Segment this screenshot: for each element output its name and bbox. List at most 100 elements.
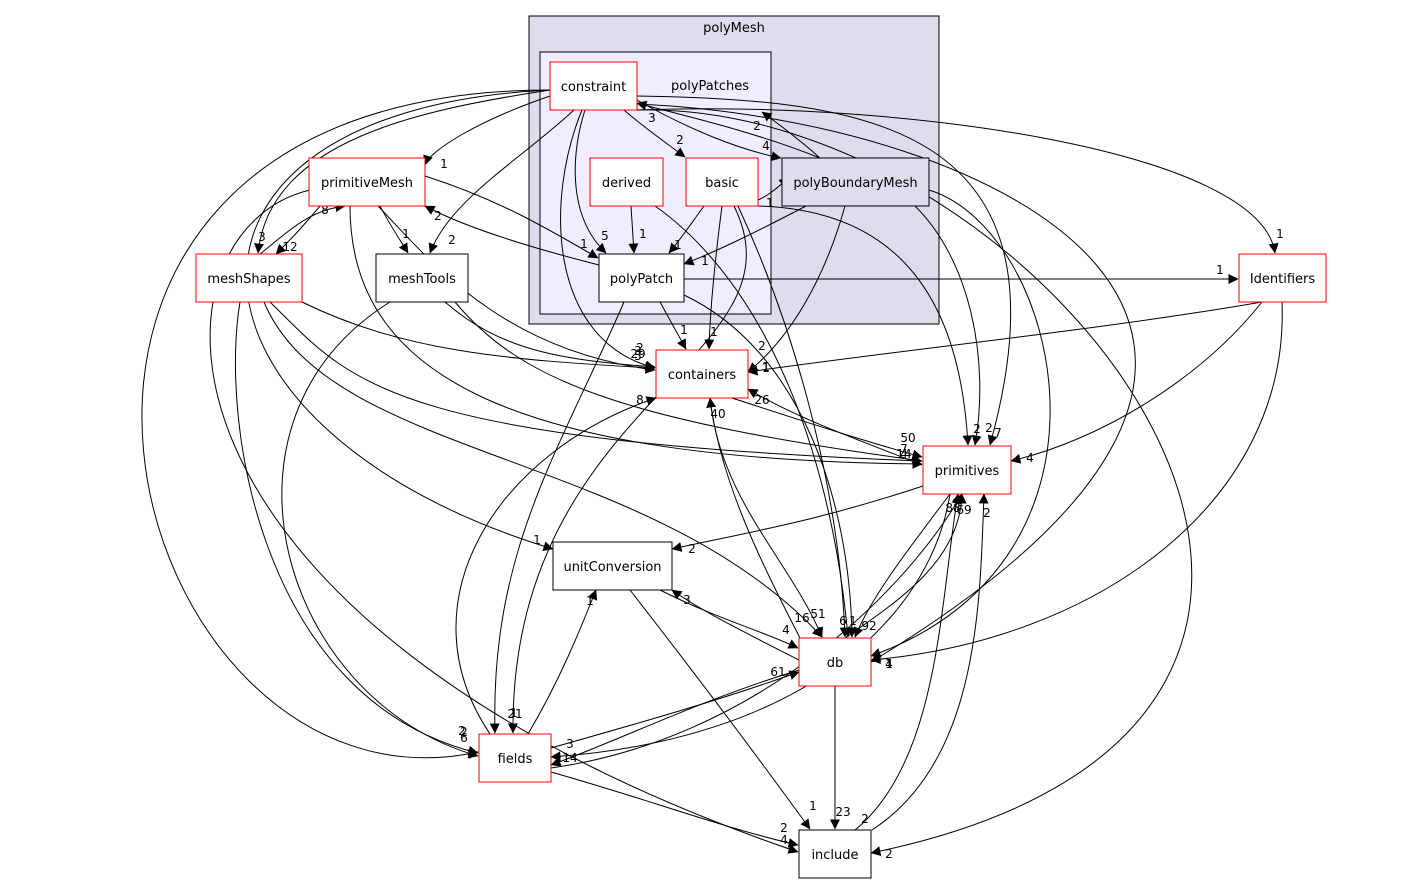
edge-label: 2 xyxy=(460,725,468,739)
edge-line xyxy=(709,397,823,638)
node-meshTools[interactable]: meshTools xyxy=(375,253,469,303)
edge-label: 16 xyxy=(794,611,809,625)
edge-polyBoundaryMesh-to-db[interactable] xyxy=(870,189,1051,658)
edge-line xyxy=(683,294,857,638)
edge-label: 40 xyxy=(710,407,725,421)
edge-meshTools-to-primitives[interactable] xyxy=(454,301,923,465)
node-primitives[interactable]: primitives xyxy=(922,445,1012,495)
edge-constraint-to-meshTools[interactable] xyxy=(428,109,575,254)
node-containers[interactable]: containers xyxy=(655,349,749,399)
edge-meshTools-to-containers[interactable] xyxy=(444,301,656,372)
edge-primitiveMesh-to-containers[interactable] xyxy=(377,205,656,374)
node-fields[interactable]: fields xyxy=(478,733,552,783)
edge-line xyxy=(1010,301,1263,464)
edge-polyPatch-to-primitiveMesh[interactable] xyxy=(424,205,600,266)
edge-meshShapes-to-containers[interactable] xyxy=(301,301,656,373)
edge-meshShapes-to-primitiveMesh[interactable] xyxy=(259,202,346,255)
edge-meshTools-to-fields[interactable] xyxy=(281,301,479,759)
edge-meshShapes-to-db[interactable] xyxy=(263,301,823,638)
edge-label: 2 xyxy=(885,847,893,861)
edge-basic-to-containers[interactable] xyxy=(704,205,723,350)
node-Identifiers[interactable]: Identifiers xyxy=(1238,253,1327,303)
edge-constraint-to-include[interactable] xyxy=(636,109,1193,856)
edge-polyBoundaryMesh-to-containers[interactable] xyxy=(747,205,846,373)
edge-primitives-to-db[interactable] xyxy=(853,493,951,638)
edge-line xyxy=(259,202,346,255)
edge-polyBoundaryMesh-to-polyPatches[interactable] xyxy=(761,111,821,159)
edge-label: 4 xyxy=(885,657,893,671)
edge-constraint-to-fields[interactable] xyxy=(141,89,551,759)
edge-constraint-to-Identifiers[interactable] xyxy=(636,108,1279,254)
edge-primitiveMesh-to-polyPatch[interactable] xyxy=(424,175,599,259)
node-polyBoundaryMesh[interactable]: polyBoundaryMesh xyxy=(781,157,930,207)
edge-polyPatch-to-fields[interactable] xyxy=(489,301,625,734)
edge-line xyxy=(636,100,821,159)
edge-fields-to-unitConversion[interactable] xyxy=(527,589,598,735)
edge-line xyxy=(914,205,982,446)
edge-containers-to-db[interactable] xyxy=(709,397,823,638)
edge-label: 1 xyxy=(762,360,770,374)
edge-primitives-to-fields[interactable] xyxy=(550,493,951,762)
edge-unitConversion-to-db[interactable] xyxy=(659,589,799,649)
edge-unitConversion-to-include[interactable] xyxy=(629,589,811,830)
edge-meshShapes-to-primitives[interactable] xyxy=(269,301,923,466)
node-polyPatch[interactable]: polyPatch xyxy=(598,253,685,303)
edge-polyPatch-to-db[interactable] xyxy=(683,294,857,638)
node-basic[interactable]: basic xyxy=(685,157,759,207)
node-constraint[interactable]: constraint xyxy=(549,61,638,111)
edge-include-to-primitives[interactable] xyxy=(854,493,962,831)
edge-db-to-unitConversion[interactable] xyxy=(671,589,800,661)
edge-basic-to-db[interactable] xyxy=(737,205,850,638)
edge-primitives-to-unitConversion[interactable] xyxy=(671,485,924,552)
node-db[interactable]: db xyxy=(798,637,872,687)
edge-primitiveMesh-to-primitives[interactable] xyxy=(349,205,923,469)
edge-fields-to-containers[interactable] xyxy=(455,396,657,735)
node-box xyxy=(598,253,685,303)
edge-line xyxy=(574,109,607,254)
edge-constraint-to-primitives[interactable] xyxy=(636,95,1011,446)
edge-line xyxy=(281,301,479,759)
edge-polyBoundaryMesh-to-polyPatch[interactable] xyxy=(683,205,807,266)
edge-label: 14 xyxy=(896,447,911,461)
edge-constraint-to-basic[interactable] xyxy=(623,109,686,158)
edge-polyPatch-to-containers[interactable] xyxy=(659,301,687,350)
node-primitiveMesh[interactable]: primitiveMesh xyxy=(308,157,426,207)
edge-polyBoundaryMesh-to-constraint[interactable] xyxy=(636,100,821,159)
edge-basic-to-primitives[interactable] xyxy=(757,205,973,446)
edge-label: 4 xyxy=(780,833,788,847)
node-box xyxy=(478,733,552,783)
edge-line xyxy=(870,189,1051,658)
edge-constraint-to-containers[interactable] xyxy=(560,109,656,371)
edge-primitiveMesh-to-meshShapes[interactable] xyxy=(275,205,321,255)
node-unitConversion[interactable]: unitConversion xyxy=(552,541,673,591)
edge-line xyxy=(654,205,853,638)
node-include[interactable]: include xyxy=(798,829,872,879)
edge-Identifiers-to-containers[interactable] xyxy=(747,301,1263,376)
edge-db-to-containers[interactable] xyxy=(706,397,801,639)
node-label: Identifiers xyxy=(1250,272,1316,287)
edge-derived-to-db[interactable] xyxy=(654,205,853,638)
edge-constraint-to-db[interactable] xyxy=(636,103,1136,663)
edge-basic-to-polyPatch[interactable] xyxy=(668,205,705,254)
edge-constraint-to-polyPatch[interactable] xyxy=(574,109,607,254)
edge-line xyxy=(275,205,321,255)
edge-db-to-primitives[interactable] xyxy=(844,493,967,639)
edge-primitives-to-containers[interactable] xyxy=(747,388,923,466)
node-derived[interactable]: derived xyxy=(589,157,664,207)
edge-polyBoundaryMesh-to-primitives[interactable] xyxy=(914,205,982,446)
edge-db-to-fields[interactable] xyxy=(550,669,800,767)
edge-fields-to-db[interactable] xyxy=(550,670,800,749)
edge-meshShapes-to-fields[interactable] xyxy=(234,301,479,756)
edge-label: 5 xyxy=(601,229,609,243)
edge-Identifiers-to-primitives[interactable] xyxy=(1010,301,1263,464)
edge-derived-to-polyPatch[interactable] xyxy=(628,205,639,254)
edge-constraint-to-meshShapes[interactable] xyxy=(254,89,551,254)
edge-containers-to-primitives[interactable] xyxy=(731,397,923,460)
edge-include-to-primitives[interactable] xyxy=(871,493,989,831)
edge-Identifiers-to-db[interactable] xyxy=(870,301,1283,665)
edge-line xyxy=(141,89,551,759)
edge-constraint-to-primitiveMesh[interactable] xyxy=(423,95,551,166)
edge-line xyxy=(550,771,799,848)
edge-fields-to-include[interactable] xyxy=(550,771,799,848)
node-meshShapes[interactable]: meshShapes xyxy=(195,253,303,303)
